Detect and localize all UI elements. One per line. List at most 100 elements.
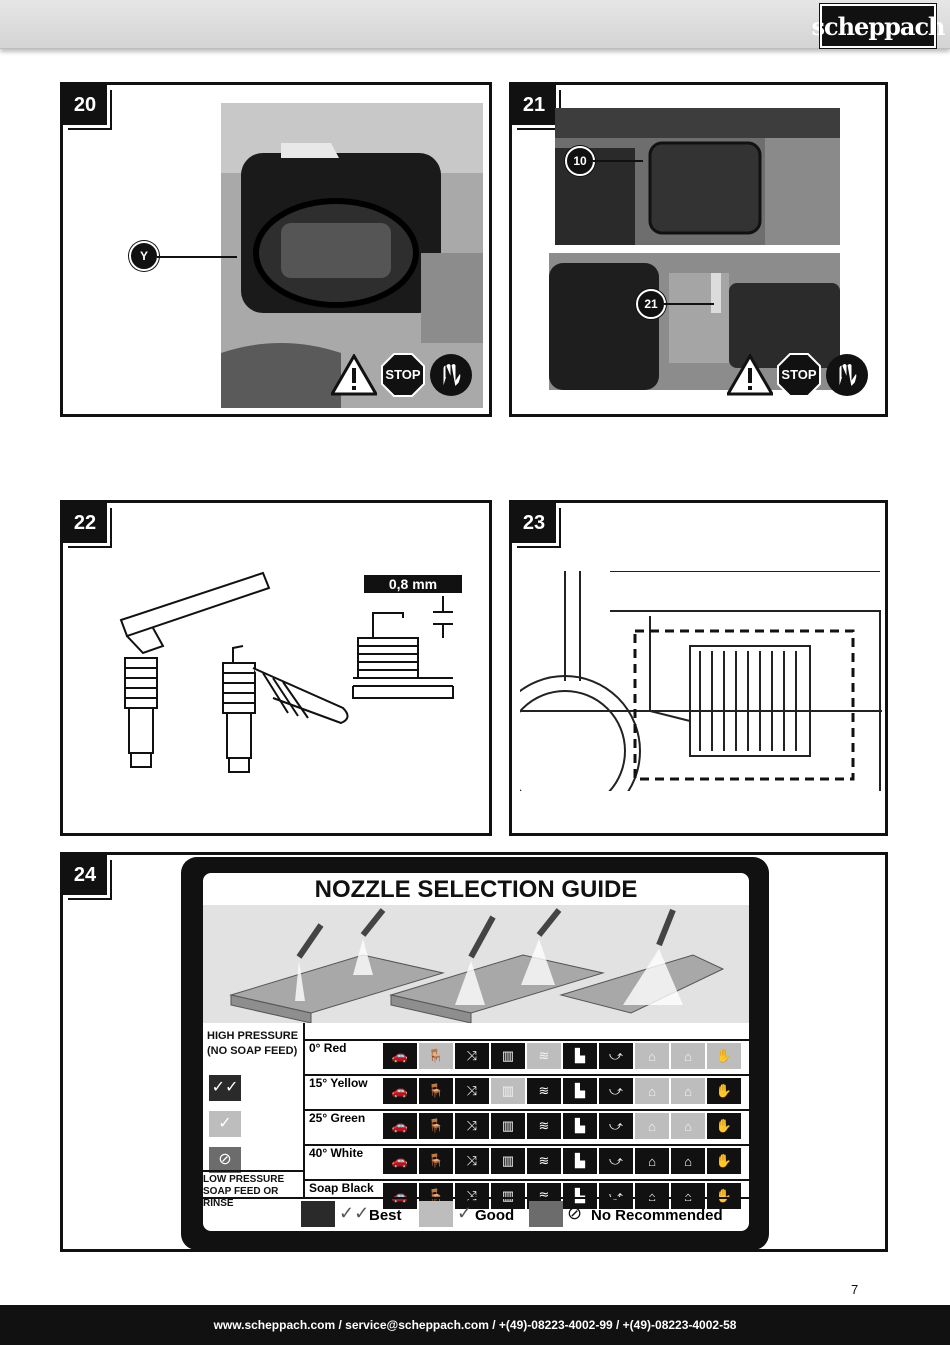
surface-rating-cell: 🪑 [419,1043,453,1069]
air-filter-location-drawing [520,571,882,791]
surface-rating-cell: ⌂ [671,1078,705,1104]
guide-divider [303,1023,305,1197]
nozzle-row: 40° White🚗🪑⤨▥≋▙⤻⌂⌂✋ [305,1144,749,1178]
figure-number: 20 [63,85,107,125]
footer-contact: www.scheppach.com / service@scheppach.co… [213,1318,737,1332]
nozzle-label: 25° Green [309,1111,366,1125]
warning-triangle-icon [727,354,773,396]
surface-rating-cell: ✋ [707,1113,741,1139]
surface-rating-cell: ✋ [707,1043,741,1069]
legend-good-swatch [419,1201,453,1227]
surface-icons: 🚗🪑⤨▥≋▙⤻⌂⌂✋ [383,1113,741,1139]
surface-rating-cell: ⌂ [671,1183,705,1209]
surface-icons: 🚗🪑⤨▥≋▙⤻⌂⌂✋ [383,1148,741,1174]
surface-rating-cell: 🪑 [419,1148,453,1174]
surface-rating-cell: ⌂ [635,1078,669,1104]
surface-rating-cell: ≋ [527,1043,561,1069]
surface-rating-cell: ✋ [707,1183,741,1209]
surface-rating-cell: ≋ [527,1148,561,1174]
stop-sign-icon: STOP [381,353,425,397]
surface-rating-cell: ▙ [563,1043,597,1069]
surface-rating-cell: ⌂ [635,1043,669,1069]
surface-rating-cell: ⌂ [671,1043,705,1069]
surface-rating-cell: 🚗 [383,1078,417,1104]
guide-legend: ✓✓ Best ✓ Good ⊘ No Recommended [203,1197,749,1231]
surface-rating-cell: ⤻ [599,1043,633,1069]
surface-rating-cell: ⤨ [455,1148,489,1174]
legend-best-label: Best [369,1207,402,1224]
callout-21: 21 [636,289,666,319]
figure-23: 23 [509,500,888,836]
nozzle-row: 15° Yellow 🚗🪑⤨▥≋▙⤻⌂⌂✋ [305,1074,749,1108]
high-pressure-label: HIGH PRESSURE (NO SOAP FEED) [207,1030,299,1057]
legend-not-swatch [529,1201,563,1227]
surface-rating-cell: ⤨ [455,1113,489,1139]
nozzle-label: 40° White [309,1146,364,1160]
surface-rating-cell: ▥ [491,1078,525,1104]
callout-line [664,303,714,305]
surface-rating-cell: ⤨ [455,1183,489,1209]
surface-icons: 🚗🪑⤨▥≋▙⤻⌂⌂✋ [383,1043,741,1069]
surface-rating-cell: ⌂ [635,1113,669,1139]
figure-number: 23 [512,503,556,543]
surface-rating-cell: ⤻ [599,1078,633,1104]
guide-title: NOZZLE SELECTION GUIDE [314,876,638,903]
surface-rating-cell: ▥ [491,1183,525,1209]
figure-number: 22 [63,503,107,543]
surface-rating-cell: ▙ [563,1113,597,1139]
figure-number: 24 [63,855,107,895]
surface-rating-cell: ▥ [491,1043,525,1069]
nozzle-label: 0° Red [309,1041,347,1055]
surface-rating-cell: ✋ [707,1148,741,1174]
nozzle-row: 0° Red🚗🪑⤨▥≋▙⤻⌂⌂✋ [305,1039,749,1073]
surface-rating-cell: ⌂ [671,1148,705,1174]
header-bar: scheppach [0,0,950,49]
warning-symbols: STOP [727,353,869,397]
footer-bar: www.scheppach.com / service@scheppach.co… [0,1305,950,1345]
surface-rating-cell: ▥ [491,1113,525,1139]
low-pressure-label: LOW PRESSURE SOAP FEED OR RINSE [203,1170,305,1210]
surface-rating-cell: 🚗 [383,1043,417,1069]
surface-rating-cell: ⤻ [599,1113,633,1139]
callout-10: 10 [565,146,595,176]
stop-sign-icon: STOP [777,353,821,397]
surface-rating-cell: ▙ [563,1078,597,1104]
surface-icons: 🚗🪑⤨▥≋▙⤻⌂⌂✋ [383,1078,741,1104]
surface-rating-cell: ⤻ [599,1148,633,1174]
surface-rating-cell: 🚗 [383,1183,417,1209]
surface-rating-cell: ▥ [491,1148,525,1174]
warning-symbols: STOP [331,353,473,397]
surface-rating-cell: ⤨ [455,1078,489,1104]
not-recommended-swatch: ⊘ [209,1147,241,1173]
callout-line [593,160,643,162]
nozzle-label: 15° Yellow [309,1076,368,1090]
surface-rating-cell: ≋ [527,1113,561,1139]
best-rating-swatch: ✓✓ [209,1075,241,1101]
air-filter-photo [221,103,483,408]
surface-rating-cell: ≋ [527,1078,561,1104]
page-number: 7 [851,1282,859,1297]
warning-triangle-icon [331,354,377,396]
figure-20: 20 Y STOP [60,82,492,417]
stop-label: STOP [385,367,421,382]
figure-21: 21 10 21 STOP [509,82,888,417]
surface-rating-cell: 🪑 [419,1078,453,1104]
good-rating-swatch: ✓ [209,1111,241,1137]
legend-best-check: ✓✓ [339,1203,370,1223]
legend-good-check: ✓ [457,1203,473,1223]
nozzle-spray-illustration [203,905,749,1023]
brand-logo: scheppach [811,3,946,49]
gloves-icon [430,354,472,396]
gloves-icon [826,354,868,396]
surface-rating-cell: ⌂ [671,1113,705,1139]
surface-rating-cell: ▙ [563,1148,597,1174]
nozzle-row: 25° Green 🚗🪑⤨▥≋▙⤻⌂⌂✋ [305,1109,749,1143]
gap-label: 0,8 mm [364,575,462,593]
stop-label: STOP [781,367,817,382]
engine-photo-top [555,108,840,245]
surface-rating-cell: ⤨ [455,1043,489,1069]
surface-rating-cell: ⌂ [635,1183,669,1209]
legend-best-swatch [301,1201,335,1227]
legend-not-label: No Recommended [591,1207,723,1224]
callout-y: Y [129,241,159,271]
